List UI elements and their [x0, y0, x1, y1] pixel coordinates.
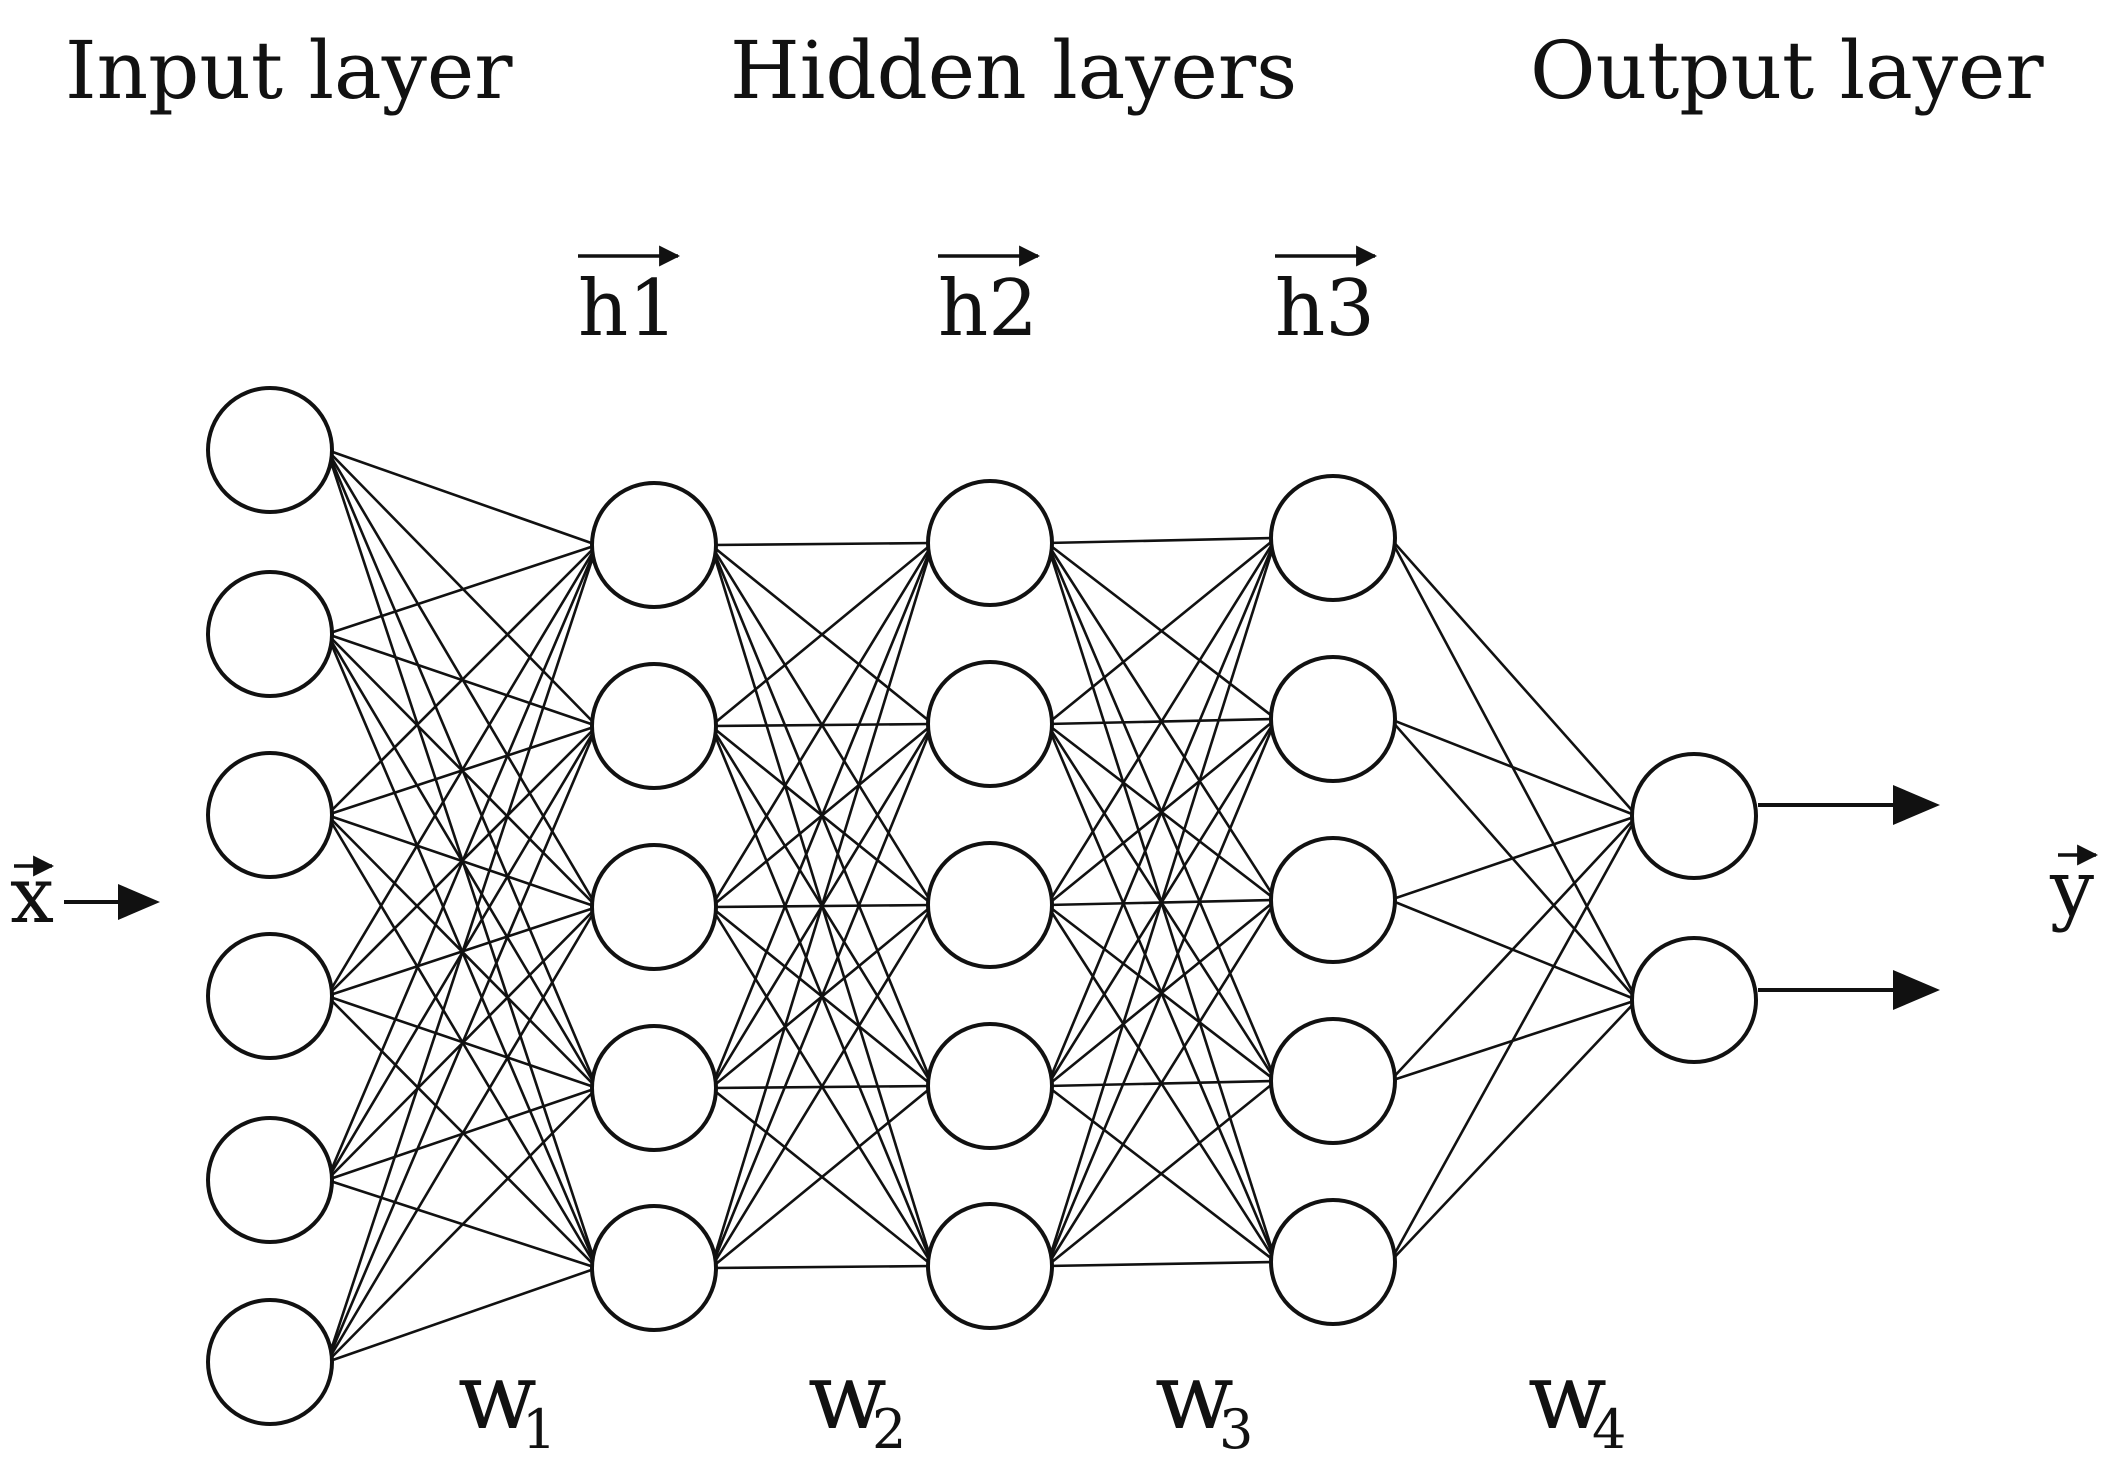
output-vector: y	[2049, 844, 2099, 934]
edge-hidden-3-3-to-output-1	[1389, 814, 1638, 902]
input-vector: x	[10, 851, 160, 941]
node-hidden-2-4	[926, 1022, 1054, 1150]
input-layer-title: Input layer	[65, 24, 513, 117]
node-input-3	[206, 751, 334, 879]
edge-hidden-3-1-to-output-2	[1388, 537, 1639, 1001]
node-hidden-1-4	[590, 1024, 718, 1152]
edge-hidden-3-5-to-output-1	[1388, 815, 1639, 1263]
svg-text:w: w	[1528, 1343, 1607, 1450]
edge-input-6-to-hidden-1-3	[325, 906, 599, 1363]
edge-hidden-1-3-to-hidden-2-1	[709, 542, 935, 908]
svg-text:h3: h3	[1275, 264, 1375, 354]
edge-hidden-1-5-to-hidden-2-3	[709, 904, 935, 1269]
edge-hidden-1-5-to-hidden-2-5	[711, 1264, 933, 1270]
hidden-layers-title: Hidden layers	[730, 24, 1297, 117]
edge-hidden-2-5-to-hidden-3-3	[1045, 899, 1278, 1267]
edge-hidden-1-4-to-hidden-2-1	[709, 542, 935, 1089]
node-hidden-2-2	[926, 660, 1054, 788]
edge-hidden-1-2-to-hidden-2-1	[710, 541, 934, 728]
svg-text:1: 1	[522, 1398, 556, 1461]
svg-text:h1: h1	[578, 264, 678, 354]
weight-label-w4: w 4	[1528, 1343, 1626, 1461]
output-vector-label: y	[2049, 844, 2094, 934]
svg-text:w: w	[1155, 1343, 1234, 1450]
output-arrows	[1758, 785, 1940, 1010]
svg-text:4: 4	[1592, 1398, 1626, 1461]
node-hidden-3-1	[1269, 474, 1397, 602]
node-hidden-3-4	[1269, 1017, 1397, 1145]
edge-input-6-to-hidden-1-4	[326, 1087, 598, 1363]
edge-input-4-to-hidden-1-1	[325, 544, 599, 997]
svg-text:3: 3	[1219, 1398, 1253, 1461]
edge-input-5-to-hidden-1-1	[325, 544, 599, 1181]
edge-hidden-2-1-to-hidden-3-1	[1047, 536, 1276, 545]
weight-label-w1: w 1	[458, 1343, 556, 1461]
output-arrow-head-2	[1893, 970, 1940, 1010]
node-hidden-2-5	[926, 1202, 1054, 1330]
input-vector-label: x	[10, 851, 54, 941]
edge-input-6-to-hidden-1-2	[325, 725, 599, 1363]
node-output-2	[1630, 936, 1758, 1064]
edge-hidden-1-5-to-hidden-2-2	[709, 723, 935, 1269]
node-output-1	[1630, 752, 1758, 880]
node-hidden-2-3	[926, 841, 1054, 969]
node-input-5	[206, 1116, 334, 1244]
edge-hidden-1-5-to-hidden-2-4	[710, 1084, 934, 1270]
edge-hidden-3-4-to-output-1	[1389, 815, 1638, 1082]
svg-text:h2: h2	[938, 264, 1038, 354]
node-hidden-3-5	[1269, 1198, 1397, 1326]
svg-text:w: w	[458, 1343, 537, 1450]
edge-hidden-1-5-to-hidden-2-1	[709, 542, 935, 1269]
edge-hidden-3-2-to-output-1	[1389, 717, 1638, 818]
output-arrow-head-1	[1893, 785, 1940, 825]
node-hidden-3-2	[1269, 655, 1397, 783]
weight-label-w3: w 3	[1155, 1343, 1253, 1461]
edge-hidden-1-1-to-hidden-2-1	[711, 541, 933, 547]
hidden-label-h2: h2	[938, 245, 1041, 354]
hidden-label-h3: h3	[1275, 245, 1378, 354]
edge-input-2-to-hidden-1-1	[326, 543, 598, 636]
edge-input-6-to-hidden-1-1	[325, 544, 599, 1363]
network-nodes	[206, 386, 1758, 1426]
output-layer-title: Output layer	[1530, 24, 2044, 117]
edge-hidden-3-1-to-output-1	[1389, 537, 1638, 817]
node-input-2	[206, 570, 334, 698]
hidden-label-h1: h1	[578, 245, 681, 354]
node-hidden-1-5	[590, 1204, 718, 1332]
edge-hidden-3-5-to-output-2	[1389, 999, 1638, 1263]
weight-label-w2: w 2	[808, 1343, 906, 1461]
node-input-1	[206, 386, 334, 514]
node-input-4	[206, 932, 334, 1060]
connection-edges	[325, 448, 1639, 1364]
edge-hidden-3-2-to-output-2	[1389, 718, 1638, 1001]
node-hidden-1-3	[590, 843, 718, 971]
edge-hidden-2-5-to-hidden-3-5	[1047, 1260, 1276, 1268]
input-arrow-head	[118, 884, 160, 920]
edge-hidden-2-2-to-hidden-3-1	[1046, 536, 1277, 726]
edge-input-6-to-hidden-1-5	[326, 1266, 598, 1364]
edge-hidden-2-5-to-hidden-3-4	[1046, 1079, 1277, 1268]
svg-text:2: 2	[872, 1398, 906, 1461]
node-hidden-3-3	[1269, 836, 1397, 964]
node-hidden-2-1	[926, 479, 1054, 607]
node-input-6	[206, 1298, 334, 1426]
edge-input-3-to-hidden-1-1	[326, 544, 598, 816]
edge-hidden-2-5-to-hidden-3-1	[1045, 537, 1278, 1267]
edge-input-1-to-hidden-1-2	[326, 449, 598, 727]
node-hidden-1-1	[590, 481, 718, 609]
edge-hidden-2-5-to-hidden-3-2	[1045, 718, 1278, 1267]
edge-hidden-2-3-to-hidden-3-1	[1045, 537, 1278, 906]
edge-hidden-2-4-to-hidden-3-1	[1045, 537, 1278, 1087]
svg-text:w: w	[808, 1343, 887, 1450]
edge-input-1-to-hidden-1-1	[326, 448, 598, 547]
node-hidden-1-2	[590, 662, 718, 790]
